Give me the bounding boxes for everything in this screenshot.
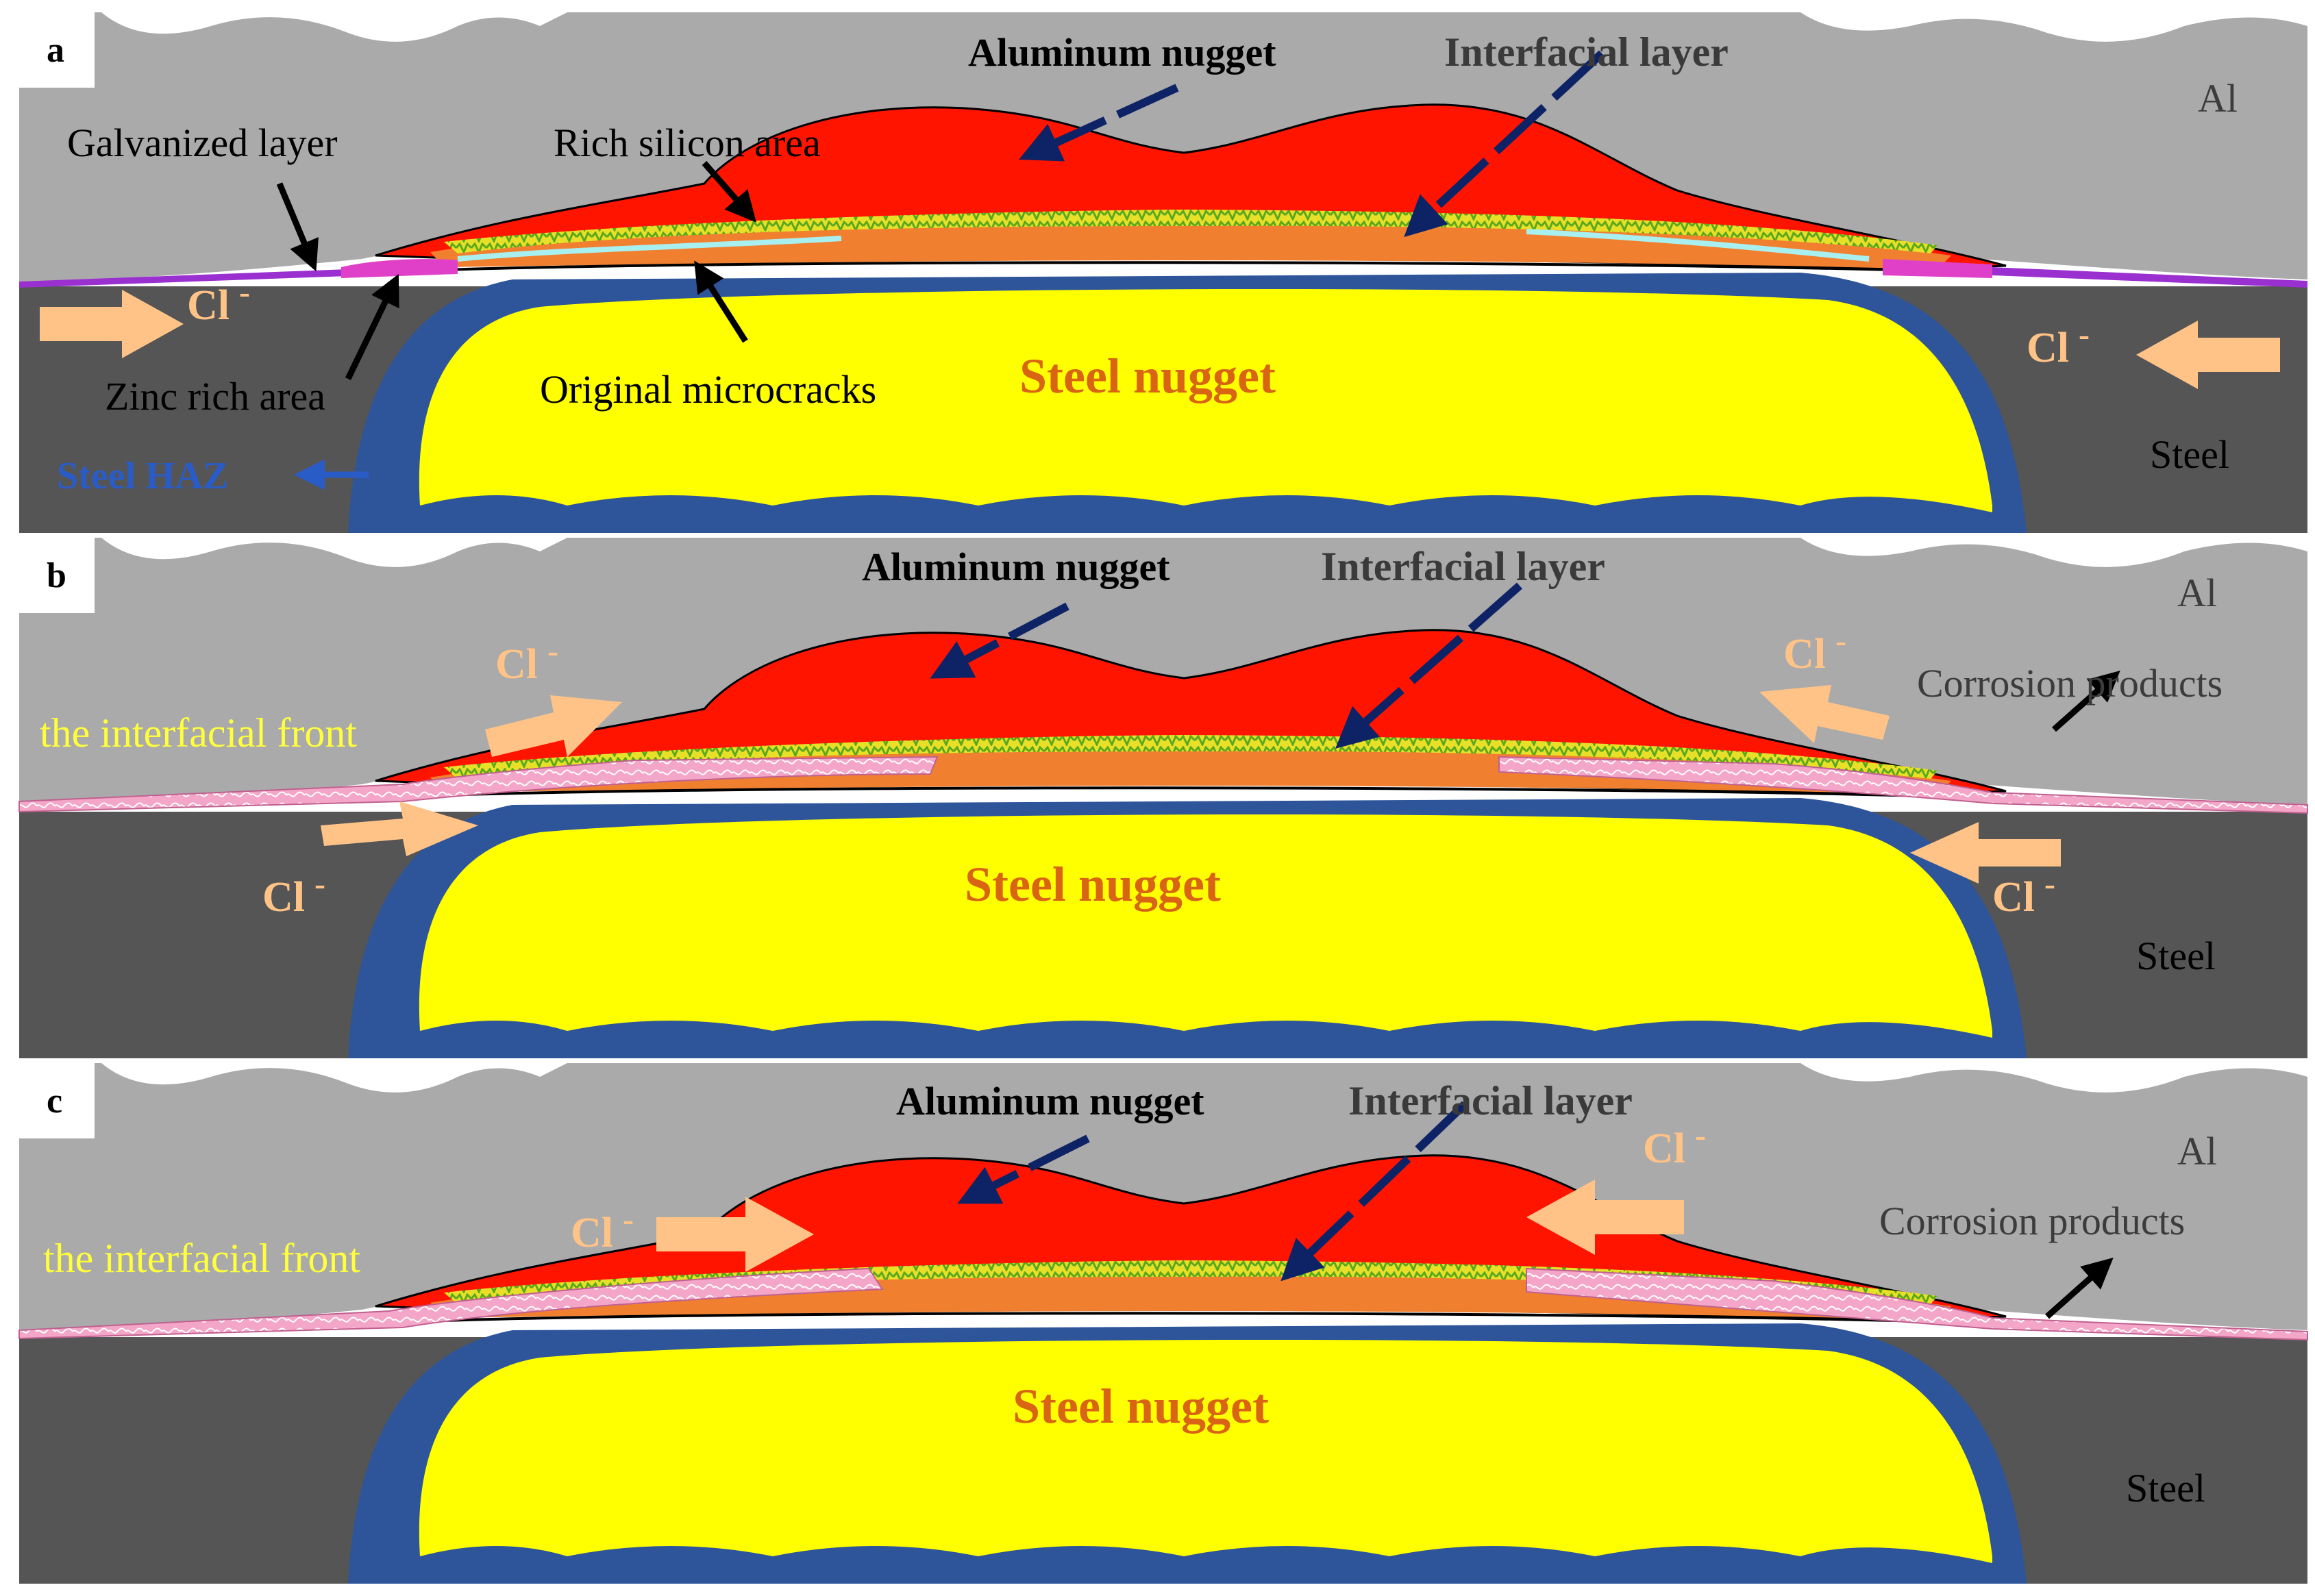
cl-arrow-left — [656, 1197, 814, 1272]
cl-arrow-right — [2136, 321, 2280, 389]
galvanized-layer — [19, 269, 348, 288]
cl-ion-label-right: Cl- — [1643, 1117, 1706, 1172]
cl-ion-label-lower-right: Cl- — [1992, 866, 2055, 921]
al-label: Al — [2198, 76, 2238, 121]
steel-label: Steel — [2150, 432, 2229, 477]
aluminum-nugget-label: Aluminum nugget — [896, 1079, 1204, 1123]
interfacial-layer-label: Interfacial layer — [1444, 29, 1729, 75]
cl-arrow-right — [1526, 1180, 1684, 1255]
cl-ion-label-left: Cl- — [571, 1201, 634, 1256]
cl-ion-label-right: Cl- — [2027, 316, 2090, 371]
panel-letter-a: a — [47, 31, 64, 70]
zinc-rich-area — [341, 259, 458, 278]
panel-letter-c: c — [47, 1082, 62, 1121]
zinc-rich-area-label: Zinc rich area — [105, 374, 325, 419]
cl-arrow-lower-right — [1910, 822, 2061, 884]
galvanized-layer-label: Galvanized layer — [67, 121, 338, 165]
aluminum-nugget-label: Aluminum nugget — [862, 545, 1170, 589]
corrosion-products — [18, 1267, 884, 1340]
interfacial-layer-label: Interfacial layer — [1348, 1078, 1633, 1123]
steel-nugget-label: Steel nugget — [965, 857, 1221, 912]
cl-ion-label-lower-left: Cl- — [262, 866, 325, 921]
corrosion-products-label: Corrosion products — [1917, 661, 2223, 706]
steel-nugget-label: Steel nugget — [1013, 1379, 1269, 1434]
steel-nugget-label: Steel nugget — [1019, 349, 1276, 403]
interfacial-layer-label: Interfacial layer — [1321, 544, 1605, 589]
interfacial-front-label: the interfacial front — [40, 710, 357, 756]
aluminum-nugget-label: Aluminum nugget — [968, 30, 1276, 75]
panel-b: b Aluminum nugget Interfacial layer Al C… — [18, 536, 2309, 1060]
panel-c: c Aluminum nugget Interfacial layer Al C… — [18, 1062, 2309, 1585]
steel-label: Steel — [2126, 1466, 2205, 1510]
rich-silicon-area-label: Rich silicon area — [554, 121, 821, 165]
cl-arrow-upper-right — [1759, 685, 1890, 743]
steel-haz-label: Steel HAZ — [57, 455, 228, 497]
cl-ion-label-upper-left: Cl- — [495, 633, 558, 688]
cl-ion-label-upper-right: Cl- — [1783, 623, 1846, 677]
corrosion-products-label: Corrosion products — [1879, 1199, 2185, 1243]
panel-letter-b: b — [47, 556, 66, 595]
cl-arrow-lower-left — [321, 801, 478, 856]
al-label: Al — [2177, 571, 2217, 615]
original-microcracks-label: Original microcracks — [540, 367, 876, 412]
al-label: Al — [2177, 1129, 2217, 1173]
cl-arrow-left — [40, 290, 184, 358]
original-microcracks — [457, 229, 1870, 262]
steel-label: Steel — [2136, 934, 2216, 978]
interfacial-front-label: the interfacial front — [43, 1236, 360, 1281]
cl-ion-label-left: Cl- — [187, 274, 250, 329]
corrosion-products — [18, 756, 939, 813]
panel-a: a Aluminum nugget Interfacial layer Al G… — [18, 11, 2309, 534]
cl-arrow-upper-left — [485, 695, 622, 757]
